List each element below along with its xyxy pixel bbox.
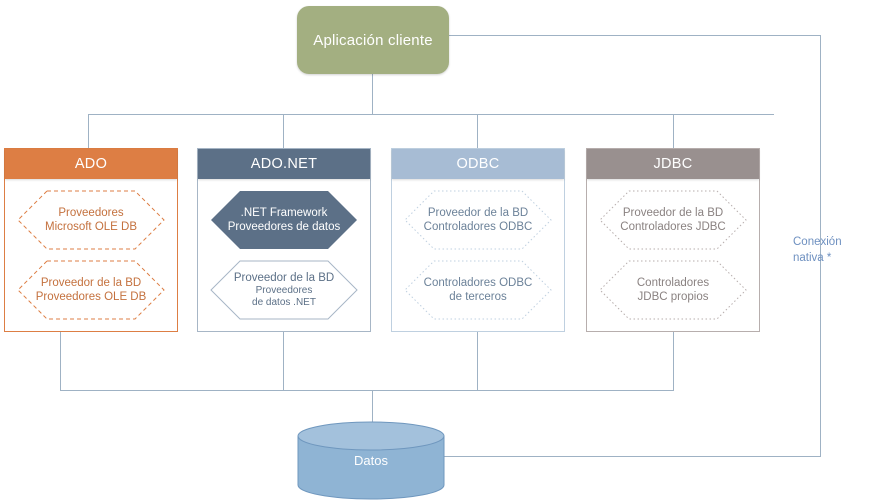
hex-node-line-2: Controladores JDBC: [620, 221, 726, 233]
hexagon-shape: [17, 260, 165, 320]
hexagon-shape: [599, 260, 747, 320]
native-connection-line2: nativa *: [793, 251, 832, 264]
connector-top-bus: [88, 114, 774, 115]
hex-node-line-3: de datos .NET: [252, 297, 316, 308]
column-header-odbc: ODBC: [392, 149, 564, 179]
connector-bus-to-odbc: [477, 114, 478, 148]
connector-client-down: [372, 74, 373, 115]
connector-bottom-bus: [60, 390, 674, 391]
hexagon-shape: [210, 260, 358, 320]
hexagon-shape: [211, 191, 357, 249]
column-title-odbc: ODBC: [456, 156, 500, 172]
client-application-label: Aplicación cliente: [313, 31, 433, 49]
hex-node-line-2: JDBC propios: [637, 291, 709, 303]
hex-node-text: Proveedor de la BD Controladores ODBC: [424, 206, 533, 234]
column-title-ado: ADO: [74, 156, 108, 172]
column-header-ado: ADO: [5, 149, 177, 179]
hex-node-line-2: Proveedores: [255, 284, 313, 296]
column-title-jdbc: JDBC: [653, 156, 693, 172]
connector-jdbc-down: [673, 332, 674, 390]
native-connection-note: Conexión nativa *: [793, 235, 867, 266]
database-icon: [297, 421, 445, 500]
client-application-node[interactable]: Aplicación cliente: [297, 6, 449, 74]
connector-odbc-down: [477, 332, 478, 390]
hex-node-line-2: de terceros: [449, 291, 507, 303]
hex-node-text: Controladores ODBC de terceros: [424, 276, 533, 304]
hex-node-jdbc-1[interactable]: Proveedor de la BD Controladores JDBC: [598, 189, 748, 251]
connector-bus-to-ado: [88, 114, 89, 148]
hex-node-text: Proveedor de la BD Proveedores OLE DB: [36, 276, 147, 304]
hexagon-shape: [17, 190, 165, 250]
hex-node-line-1: Proveedor de la BD: [233, 271, 335, 284]
column-body-jdbc: Proveedor de la BD Controladores JDBC Cont…: [587, 179, 759, 333]
connector-ado-down: [60, 332, 61, 390]
hex-node-ado-2[interactable]: Proveedor de la BD Proveedores OLE DB: [16, 259, 166, 321]
connector-native-bottom: [441, 456, 821, 457]
connector-adonet-down: [283, 332, 284, 390]
hex-node-line-1: Controladores: [636, 276, 710, 289]
connector-bus-to-database: [372, 390, 373, 426]
hex-node-line-1: Proveedor de la BD: [622, 206, 724, 219]
database-cylinder[interactable]: Datos: [297, 421, 445, 500]
hex-node-line-2: Proveedores OLE DB: [35, 291, 147, 303]
hex-node-odbc-1[interactable]: Proveedor de la BD Controladores ODBC: [403, 189, 553, 251]
column-header-jdbc: JDBC: [587, 149, 759, 179]
column-header-ado-net: ADO.NET: [198, 149, 370, 179]
connector-bus-to-jdbc: [673, 114, 674, 148]
hex-node-line-1: Proveedor de la BD: [40, 276, 142, 289]
native-connection-line1: Conexión: [793, 236, 842, 248]
connector-bus-to-adonet: [283, 114, 284, 148]
database-label: Datos: [354, 453, 388, 468]
hex-node-line-2: Proveedores de datos: [227, 221, 341, 233]
hex-node-line-2: Controladores ODBC: [423, 221, 533, 233]
hex-node-odbc-2[interactable]: Controladores ODBC de terceros: [403, 259, 553, 321]
column-odbc[interactable]: ODBC Proveedor de la BD Controladores ODBC…: [391, 148, 565, 332]
hex-node-line-2: Microsoft OLE DB: [44, 221, 138, 233]
connector-native-top: [449, 35, 820, 36]
hex-node-line-1: .NET Framework: [240, 206, 328, 219]
hexagon-shape: [599, 190, 747, 250]
column-title-ado-net: ADO.NET: [250, 156, 318, 172]
hex-node-line-1: Controladores ODBC: [423, 276, 533, 289]
hexagon-shape: [404, 260, 552, 320]
column-jdbc[interactable]: JDBC Proveedor de la BD Controladores JDBC…: [586, 148, 760, 332]
hex-node-text: Proveedor de la BD Controladores JDBC: [620, 206, 725, 234]
hex-node-line-1: Proveedor de la BD: [427, 206, 529, 219]
hexagon-shape: [404, 190, 552, 250]
connector-native-vertical: [820, 35, 821, 456]
hex-node-line-1: Proveedores: [58, 206, 124, 219]
